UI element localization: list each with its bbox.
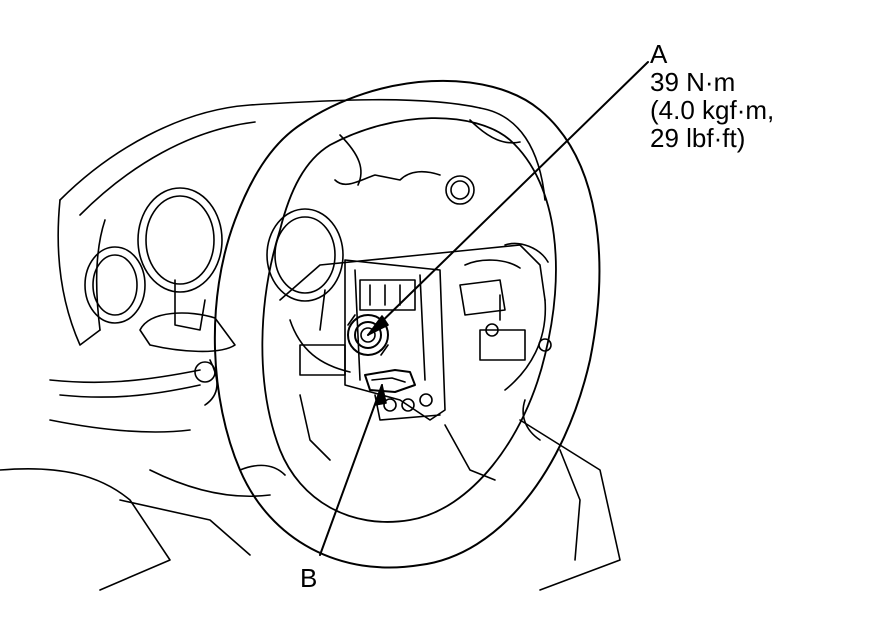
callout-b: B [300,564,317,592]
callout-a-torque-kgf: (4.0 kgf·m, [650,95,775,125]
callout-a-torque-nm: 39 N·m [650,67,736,97]
leader-line-b [319,384,383,556]
callout-a: A 39 N·m (4.0 kgf·m, 29 lbf·ft) [650,40,774,152]
steering-wheel-hub [279,170,552,481]
steering-nut-a [347,314,389,356]
callout-b-letter: B [300,563,318,593]
steering-wheel-rim [213,79,601,569]
connector-b [364,369,441,421]
arrowhead-a [367,315,389,336]
arrowhead-b [374,384,387,406]
callout-a-torque-lbf: 29 lbf·ft) [650,123,746,153]
callout-a-letter: A [650,39,668,69]
leader-line-a [367,61,649,336]
